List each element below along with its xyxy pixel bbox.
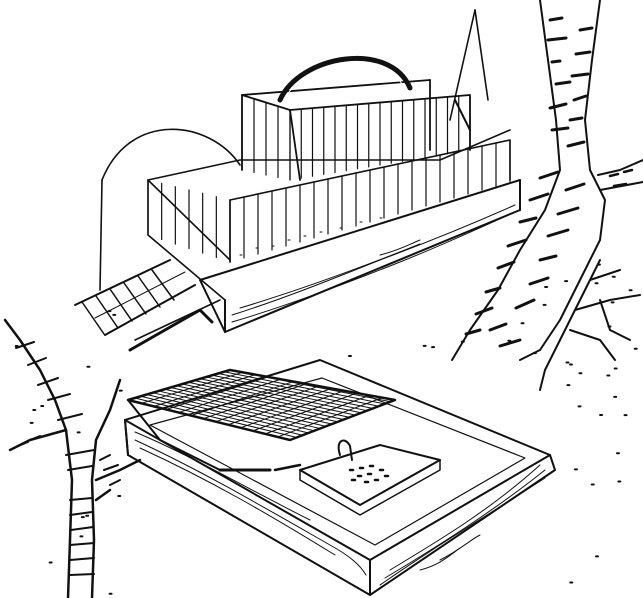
birch-tree <box>451 0 643 391</box>
bare-tree <box>3 318 142 598</box>
ground-speckles <box>14 263 638 595</box>
cage-trap <box>74 9 521 352</box>
box-trap <box>124 359 556 596</box>
